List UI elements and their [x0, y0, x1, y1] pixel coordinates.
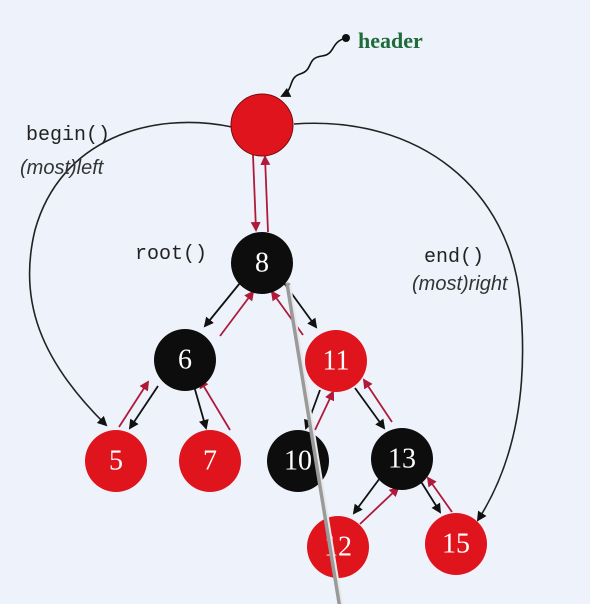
- node-7: 7: [179, 430, 241, 492]
- edge-6-7: [193, 385, 209, 430]
- node-11: 11: [305, 330, 367, 392]
- node-15-label: 15: [442, 529, 470, 560]
- node-8-label: 8: [255, 248, 269, 279]
- edge-11-8: [270, 290, 304, 336]
- node-header: [230, 93, 294, 157]
- pointer-stick-highlight: [289, 284, 343, 604]
- end-label: end(): [424, 246, 484, 269]
- edge-11-13: [354, 387, 386, 430]
- node-5-label: 5: [109, 446, 123, 477]
- edge-13-12: [352, 477, 381, 515]
- begin-sublabel: (most)left: [20, 157, 105, 179]
- edge-6-8: [219, 290, 255, 337]
- end-sublabel: (most)right: [412, 273, 509, 295]
- node-7-label: 7: [203, 446, 217, 477]
- edge-8-6: [203, 282, 241, 328]
- node-10-label: 10: [284, 446, 312, 477]
- root-label: root(): [135, 243, 207, 266]
- header-pointer-arrow: [280, 37, 347, 97]
- edge-13-15: [419, 479, 442, 514]
- node-15: 15: [425, 513, 487, 575]
- leftmost-arrow: [28, 121, 233, 427]
- header-label: header: [358, 28, 423, 53]
- edge-12-13: [359, 486, 400, 525]
- node-12: 12: [307, 516, 369, 578]
- begin-label: begin(): [26, 124, 110, 147]
- root-to-header-arrow: [260, 155, 271, 233]
- node-13: 13: [371, 428, 433, 490]
- edge-10-11: [314, 390, 335, 431]
- pointer-stick: [285, 282, 343, 604]
- node-8: 8: [231, 232, 293, 294]
- node-11-label: 11: [323, 346, 350, 377]
- node-5: 5: [85, 430, 147, 492]
- node-13-label: 13: [388, 444, 416, 475]
- edge-15-13: [426, 476, 453, 513]
- edge-5-6: [118, 380, 150, 428]
- edge-6-5: [128, 385, 159, 430]
- edge-7-6: [198, 378, 231, 431]
- header-to-root-arrow: [250, 154, 261, 232]
- node-6-label: 6: [178, 345, 192, 376]
- rightmost-arrow: [293, 122, 524, 522]
- node-6: 6: [154, 329, 216, 391]
- edge-13-11: [362, 378, 393, 423]
